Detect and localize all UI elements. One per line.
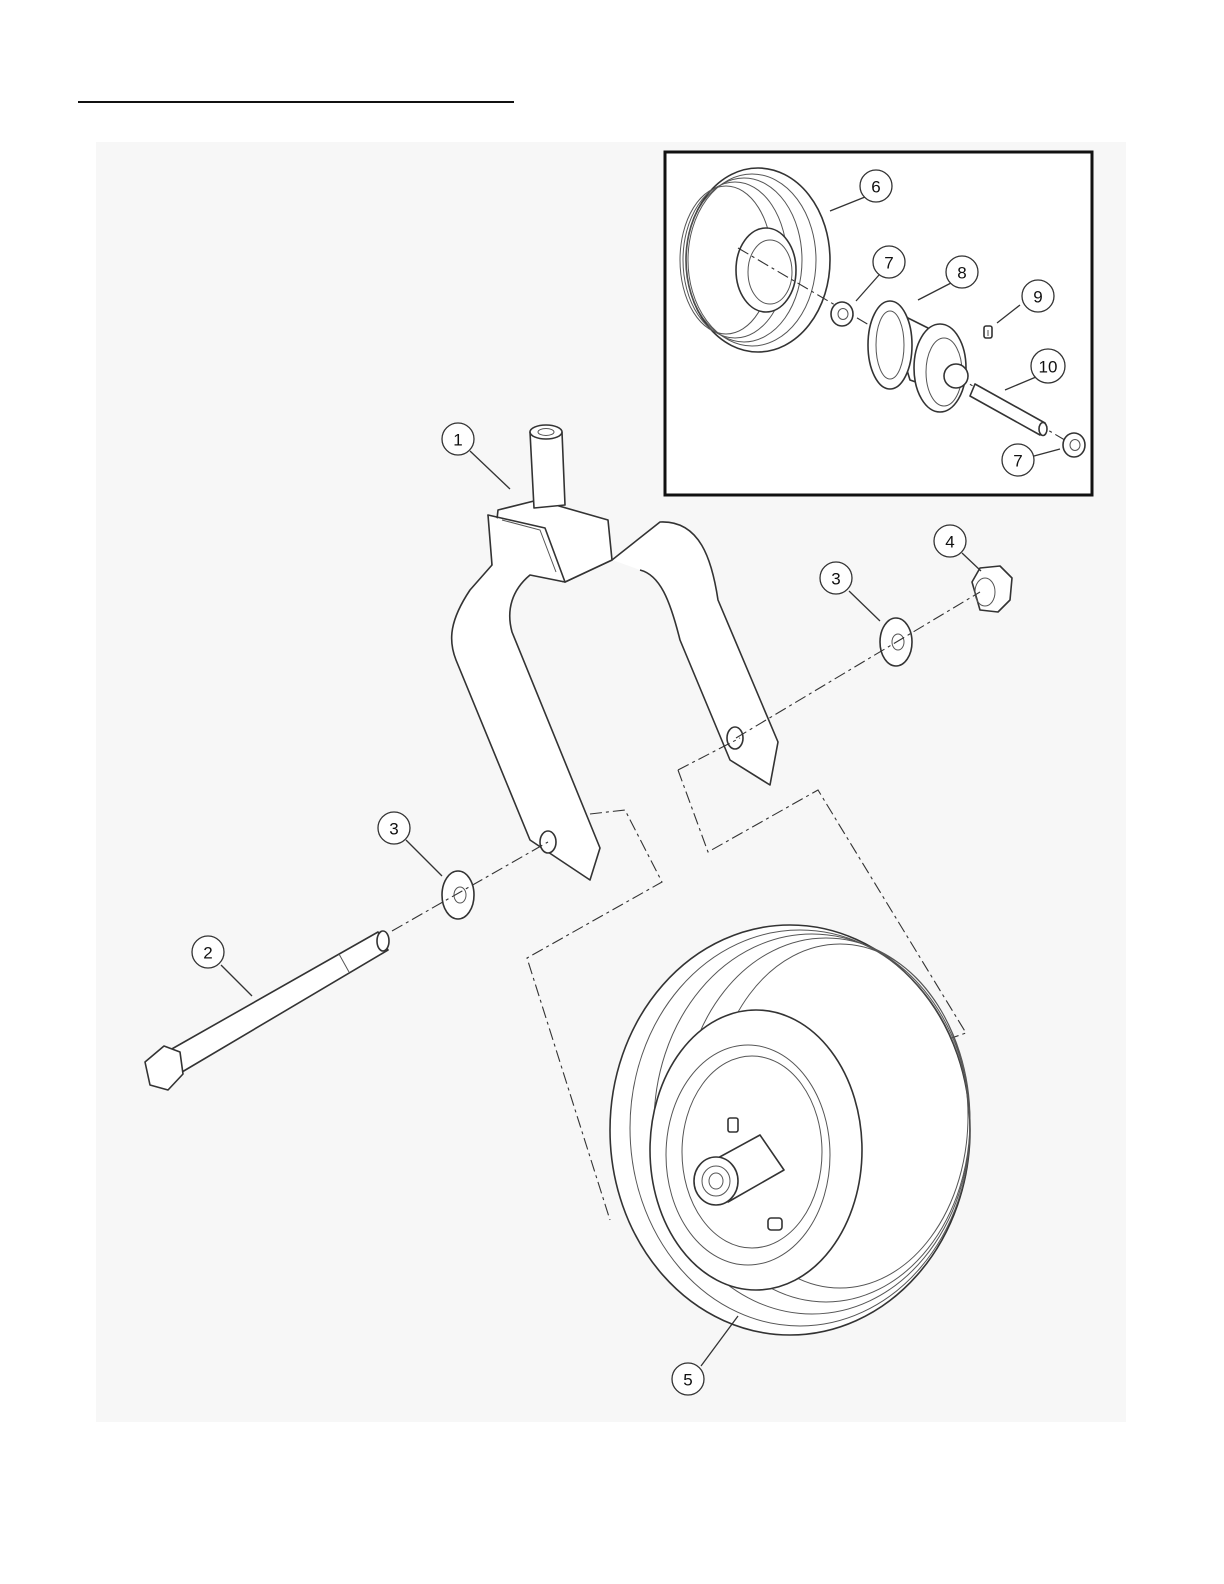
callout-7a: 7 (873, 246, 905, 278)
inset-detail (665, 152, 1092, 495)
callout-4-label: 4 (945, 533, 954, 552)
callout-7b-label: 7 (1013, 452, 1022, 471)
callout-9-label: 9 (1033, 288, 1042, 307)
callout-4: 4 (934, 525, 966, 557)
wheel-assembly (610, 925, 970, 1335)
callout-3a-label: 3 (389, 820, 398, 839)
callout-1: 1 (442, 423, 474, 455)
lock-nut (972, 566, 1012, 612)
callout-5: 5 (672, 1363, 704, 1395)
axle-bolt (145, 931, 389, 1090)
callout-2: 2 (192, 936, 224, 968)
inset-valve-stem (984, 326, 992, 338)
inset-tire (680, 168, 830, 352)
callout-8: 8 (946, 256, 978, 288)
washer-left (442, 871, 474, 919)
callout-1-label: 1 (453, 431, 462, 450)
callout-3b-label: 3 (831, 570, 840, 589)
callout-3b: 3 (820, 562, 852, 594)
callout-2-label: 2 (203, 944, 212, 963)
callout-9: 9 (1022, 280, 1054, 312)
callout-8-label: 8 (957, 264, 966, 283)
callout-3a: 3 (378, 812, 410, 844)
callout-7b: 7 (1002, 444, 1034, 476)
callout-10: 10 (1031, 349, 1065, 383)
inset-bearing-left (831, 302, 853, 326)
callout-6: 6 (860, 170, 892, 202)
callout-7a-label: 7 (884, 254, 893, 273)
callout-6-label: 6 (871, 178, 880, 197)
callout-10-label: 10 (1039, 358, 1058, 377)
inset-bearing-right (1063, 433, 1085, 457)
callout-5-label: 5 (683, 1371, 692, 1390)
